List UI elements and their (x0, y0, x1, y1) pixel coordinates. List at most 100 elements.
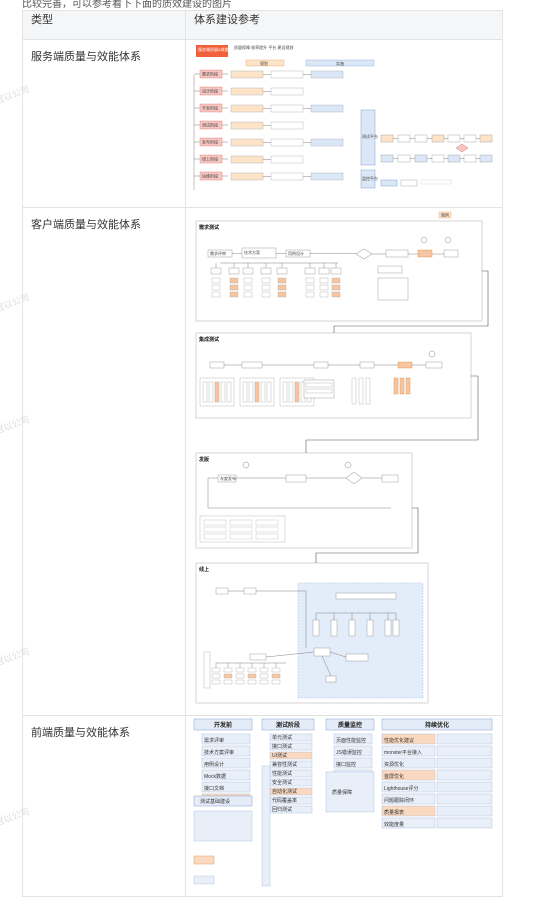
server-col-plan-label: 规划 (260, 60, 268, 66)
server-flow-node (479, 154, 493, 163)
diagram-box (229, 526, 253, 533)
diagram-box (288, 381, 294, 403)
frontend-item (269, 733, 313, 742)
diagram-box (223, 673, 233, 679)
client-node (377, 265, 403, 274)
client-section-4-flow (203, 587, 400, 689)
client-role-icon (420, 236, 428, 244)
diagram-box (211, 673, 221, 679)
frontend-item (436, 733, 493, 745)
diagram-box (203, 526, 227, 533)
table-row: 前端质量与效能体系 开发前需求评审技术方案评审用例设计Mock数据接口文档New… (22, 715, 503, 897)
diagram-box (351, 377, 357, 405)
diagram-box (223, 667, 233, 673)
client-diagram-image: 图例 需求测试 需求评审技术方案用例设计 集成测试 发版 灰度发布 线上 (195, 212, 489, 704)
diagram-box (259, 673, 269, 679)
frontend-item-label: 单元测试 (272, 734, 292, 741)
frontend-legend-swatch (193, 875, 215, 885)
diagram-box (243, 284, 253, 291)
frontend-item-label: 质量报表 (384, 809, 404, 816)
frontend-item-label: 兼容性测试 (272, 761, 297, 768)
diagram-box (310, 70, 344, 79)
client-connector-3 (315, 507, 419, 563)
diagram-box (229, 291, 239, 298)
client-section-2-title: 集成测试 (198, 336, 219, 343)
client-diagram[interactable]: 图例 需求测试 需求评审技术方案用例设计 集成测试 发版 灰度发布 线上 (185, 207, 503, 716)
diagram-box (358, 377, 364, 405)
diagram-box (270, 70, 304, 79)
diagram-box (261, 277, 271, 284)
frontend-item (381, 733, 436, 745)
client-node (381, 474, 399, 483)
diagram-box (319, 291, 329, 298)
server-stage-label: 开发阶段 (202, 105, 218, 111)
diagram-connector (329, 651, 347, 658)
diagram-box (235, 667, 245, 673)
diagram-box (247, 667, 257, 673)
server-diagram[interactable]: 服务端质量&效能体系建设 质量保障 效率提升 平台 建设规划 规划 实施 需求阶… (185, 39, 503, 208)
diagram-box (405, 377, 411, 395)
diagram-box (318, 267, 330, 275)
diagram-box (348, 619, 356, 637)
frontend-diagram[interactable]: 开发前需求评审技术方案评审用例设计Mock数据接口文档Newscore审核测试阶… (185, 715, 503, 897)
diagram-box (230, 155, 264, 164)
server-body (222, 70, 344, 181)
diagram-box (400, 179, 418, 187)
category-client: 客户端质量与效能体系 (22, 207, 186, 716)
client-node (417, 249, 433, 258)
intro-text: 比较完善，可以参考看下下面的质效建设的图片 (22, 0, 232, 10)
client-node (345, 653, 369, 662)
diagram-box (366, 619, 374, 637)
diagram-box (270, 172, 304, 181)
frontend-column-header (381, 718, 493, 731)
client-node (313, 361, 329, 369)
diagram-box (305, 277, 315, 284)
diagram-box (203, 519, 227, 526)
diagram-box (214, 381, 220, 403)
diagram-label: 技术方案 (244, 249, 260, 255)
diagram-box (259, 679, 269, 685)
server-flow-node (447, 134, 461, 143)
diagram-label: 需求评审 (210, 250, 226, 256)
diagram-box (365, 377, 371, 405)
client-role-icon (428, 350, 436, 358)
diagram-box (305, 284, 315, 291)
server-diagram-image: 服务端质量&效能体系建设 质量保障 效率提升 平台 建设规划 规划 实施 需求阶… (193, 44, 493, 190)
frontend-item-label: 技术方案评审 (204, 749, 234, 756)
server-title-text: 服务端质量&效能体系建设 (198, 46, 245, 52)
server-stage-label: 线上阶段 (202, 156, 218, 162)
diagram-box (271, 667, 281, 673)
frontend-column-header-label: 质量监控 (338, 721, 362, 729)
server-flow-node (380, 134, 394, 143)
client-node (385, 249, 409, 258)
diagram-box (243, 277, 253, 284)
frontend-quality-label: 质量保障 (332, 789, 352, 796)
client-section-1-flow: 需求评审技术方案用例设计 (207, 236, 459, 301)
frontend-item-label: Mock数据 (204, 773, 226, 780)
frontend-item-label: 安全测试 (272, 779, 292, 786)
client-node (285, 474, 307, 483)
diagram-box (255, 526, 279, 533)
frontend-item (381, 817, 436, 829)
diagram-box (242, 381, 248, 403)
diagram-box (319, 277, 329, 284)
diagram-box (270, 155, 304, 164)
frontend-item-label: 效能度量 (384, 821, 404, 828)
server-flow-node (431, 154, 445, 163)
frontend-quality-box (325, 771, 375, 813)
frontend-item-label: 性能优化建议 (384, 737, 414, 744)
frontend-item (201, 733, 251, 745)
frontend-stage-bar (261, 765, 271, 887)
frontend-item (381, 805, 436, 817)
diagram-box (247, 679, 257, 685)
header-reference: 体系建设参考 (185, 10, 503, 40)
diagram-box (277, 291, 287, 298)
table-header-row: 类型 体系建设参考 (22, 10, 503, 40)
frontend-item-label: 回归测试 (272, 806, 292, 813)
diagram-box (305, 388, 333, 394)
diagram-box (399, 377, 405, 395)
diagram-box (266, 381, 272, 403)
server-flow-node (380, 154, 394, 163)
frontend-item (201, 769, 251, 781)
frontend-item-label: 接口监控 (336, 761, 356, 768)
